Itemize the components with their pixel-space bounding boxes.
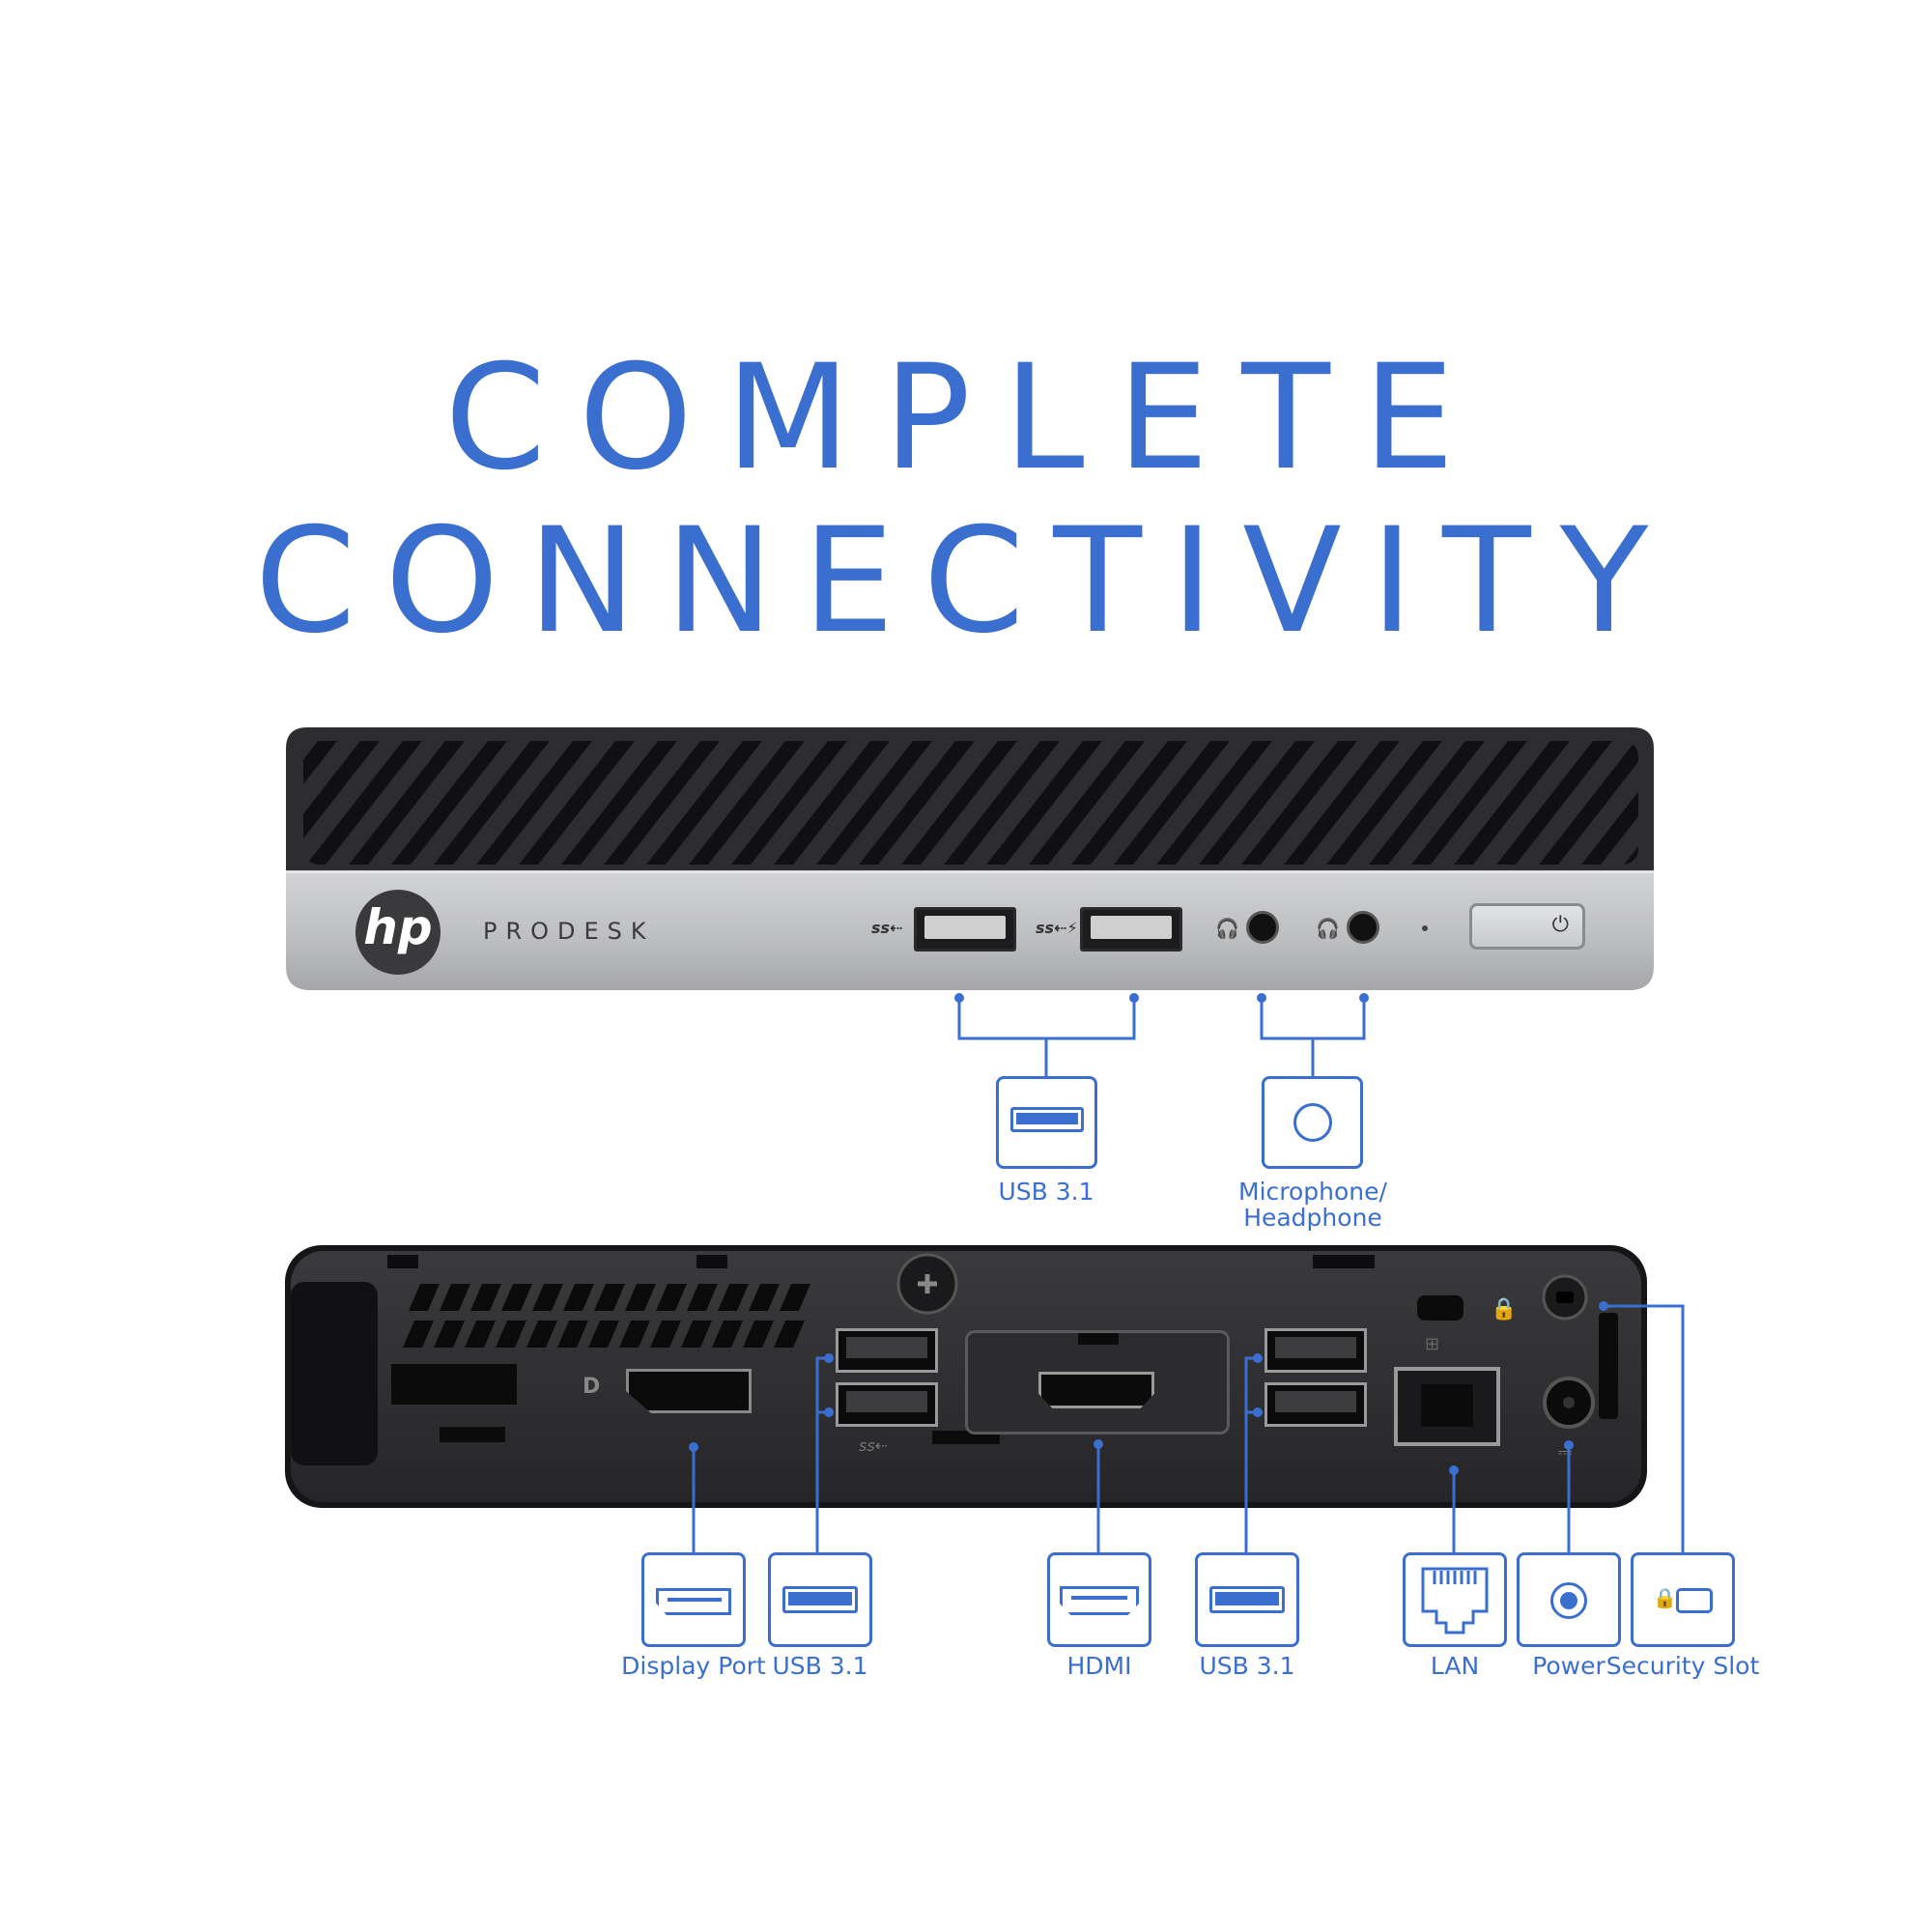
status-led — [1422, 925, 1428, 931]
rear-usb-port-2[interactable] — [836, 1382, 938, 1427]
rear-usb-label-2: USB 3.1 — [1199, 1652, 1295, 1680]
dp-logo-icon: D — [582, 1375, 601, 1399]
power-jack-icon — [1517, 1552, 1621, 1647]
headset-icon: 🎧 — [1316, 917, 1340, 940]
front-usb-port-1[interactable] — [914, 907, 1016, 952]
displayport-port[interactable] — [626, 1369, 752, 1413]
headline-line-1: COMPLETE — [444, 334, 1488, 502]
headphone-icon: 🎧 — [1215, 917, 1239, 940]
displayport-icon — [641, 1552, 746, 1647]
front-usb-port-2[interactable] — [1080, 907, 1182, 952]
headset-jack[interactable] — [1347, 911, 1379, 944]
power-label: Power — [1532, 1652, 1605, 1680]
security-lock-icon: 🔒 — [1631, 1552, 1735, 1647]
rear-panel: D ss⇠ ⊞ ⎓ 🔒 — [285, 1245, 1647, 1508]
hdmi-icon — [1047, 1552, 1151, 1647]
hdmi-label: HDMI — [1066, 1652, 1132, 1680]
audio-label: Microphone/ Headphone — [1216, 1179, 1409, 1231]
power-button[interactable]: ⏻ — [1469, 903, 1585, 950]
usb-ss-charge-icon: ss⇠⚡ — [1036, 919, 1078, 937]
rear-usb-port-4[interactable] — [1264, 1382, 1367, 1427]
lan-port[interactable] — [1394, 1367, 1500, 1446]
front-panel: hp PRODESK ss⇠ ss⇠⚡ 🎧 🎧 ⏻ — [286, 727, 1654, 998]
headline-line-2: CONNECTIVITY — [254, 497, 1678, 666]
front-usb-label: USB 3.1 — [998, 1178, 1094, 1206]
lan-icon — [1403, 1552, 1507, 1647]
security-slot-label: Security Slot — [1605, 1652, 1760, 1680]
power-icon: ⏻ — [1551, 913, 1569, 937]
headphone-jack[interactable] — [1246, 911, 1279, 944]
network-icon: ⊞ — [1425, 1334, 1440, 1354]
rear-usb-port-1[interactable] — [836, 1328, 938, 1373]
rear-usb-port-3[interactable] — [1264, 1328, 1367, 1373]
power-jack[interactable] — [1543, 1377, 1595, 1429]
rear-usb-label-1: USB 3.1 — [772, 1652, 868, 1680]
hp-logo — [355, 890, 440, 975]
usb-port-icon — [768, 1552, 872, 1647]
usb-port-icon — [996, 1076, 1097, 1169]
audio-jack-icon — [1262, 1076, 1363, 1169]
audio-label-text: Microphone/ Headphone — [1238, 1178, 1387, 1232]
displayport-label: Display Port — [621, 1652, 766, 1680]
hdmi-port[interactable] — [1038, 1372, 1154, 1408]
usb-port-icon — [1195, 1552, 1299, 1647]
usb-ss-icon: ss⇠ — [871, 919, 903, 937]
rear-usb-ss-icon: ss⇠ — [859, 1436, 889, 1455]
lan-label: LAN — [1430, 1652, 1480, 1680]
hp-logo-text: hp — [363, 899, 433, 955]
brand-label: PRODESK — [483, 918, 655, 945]
lock-icon: 🔒 — [1491, 1297, 1518, 1321]
